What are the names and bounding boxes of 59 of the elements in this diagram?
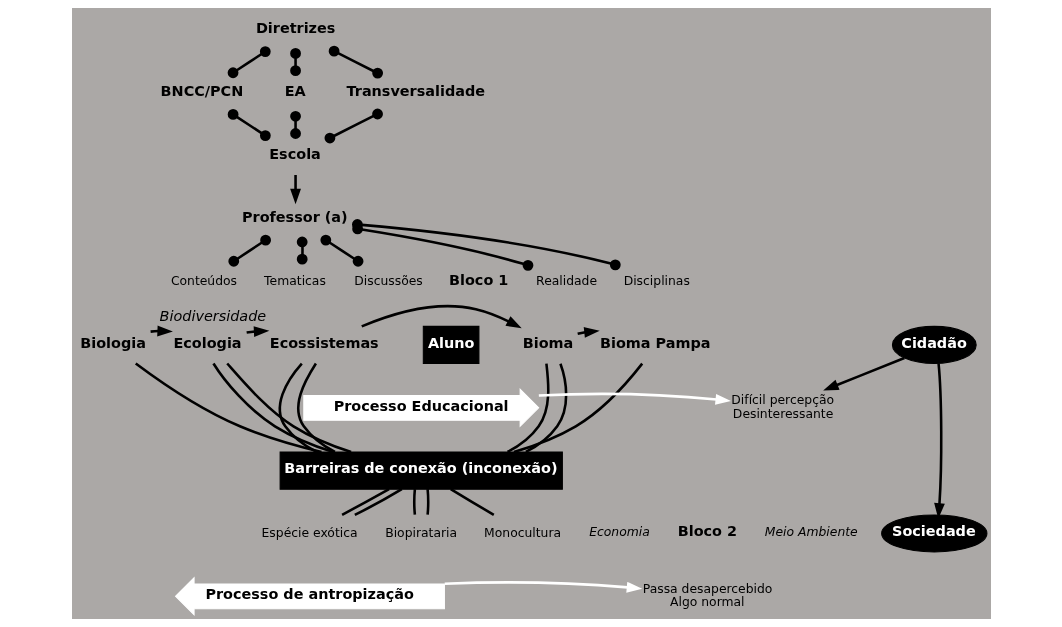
arrow	[289, 175, 301, 205]
node-text: Bioma	[522, 334, 573, 351]
node-text: Ecologia	[172, 334, 242, 351]
node-text: Disciplinas	[623, 274, 690, 289]
node-text: Ecossistemas	[269, 334, 379, 351]
connector	[278, 362, 317, 454]
node-text: Transversalidade	[346, 83, 485, 100]
arrow	[444, 581, 642, 593]
connector	[289, 110, 301, 139]
node-text: Realidade	[535, 274, 597, 289]
node-text: BNCC/PCN	[160, 83, 243, 100]
node-text: Monocultura	[483, 525, 561, 540]
node-text: EA	[284, 83, 306, 100]
node-text: Espécie exótica	[261, 525, 358, 540]
connector	[296, 362, 336, 454]
node-box: Barreiras de conexão (inconexão)	[279, 451, 563, 490]
connector	[289, 48, 301, 77]
connector	[324, 108, 383, 144]
connector	[296, 236, 308, 265]
connector	[227, 234, 271, 267]
connector	[449, 488, 494, 516]
label: Bloco 1	[448, 271, 508, 288]
connector	[227, 46, 271, 79]
node-text: Professor (a)	[241, 209, 348, 226]
node-ellipse: Cidadão	[891, 325, 977, 364]
node-text: Bioma Pampa	[599, 334, 710, 351]
connector	[340, 488, 390, 516]
node-text: Tematicas	[263, 274, 326, 289]
connector	[319, 234, 363, 267]
connector	[225, 362, 351, 454]
arrow	[538, 392, 731, 405]
connector	[211, 362, 334, 454]
connector	[134, 362, 322, 454]
arrow	[933, 363, 945, 519]
connector	[353, 488, 402, 517]
node-ellipse: Sociedade	[880, 514, 987, 553]
arrow	[822, 356, 905, 391]
connector	[513, 362, 643, 454]
node-text: Difícil percepção Desinteressante	[730, 393, 834, 421]
node-text: Passa desapercebido Algo normal	[642, 581, 772, 610]
node-text: Discussões	[353, 274, 423, 289]
connector	[425, 489, 429, 515]
label: Meio Ambiente	[764, 524, 858, 539]
node-text: Escola	[268, 146, 321, 163]
node-text: Diretrizes	[255, 20, 335, 37]
connector	[328, 45, 383, 79]
arrow	[360, 304, 522, 329]
node-text: Biopirataria	[384, 525, 457, 540]
label: Economia	[588, 524, 650, 539]
node-text: Biologia	[79, 334, 146, 351]
label: Bloco 2	[677, 523, 737, 540]
connector	[506, 363, 550, 454]
connector	[351, 223, 533, 271]
node-text: Conteúdos	[170, 274, 237, 289]
connector	[227, 109, 271, 141]
node-box: Aluno	[422, 325, 479, 364]
node-label: Biodiversidade	[159, 308, 266, 325]
connector	[412, 489, 416, 515]
connector	[524, 363, 567, 454]
